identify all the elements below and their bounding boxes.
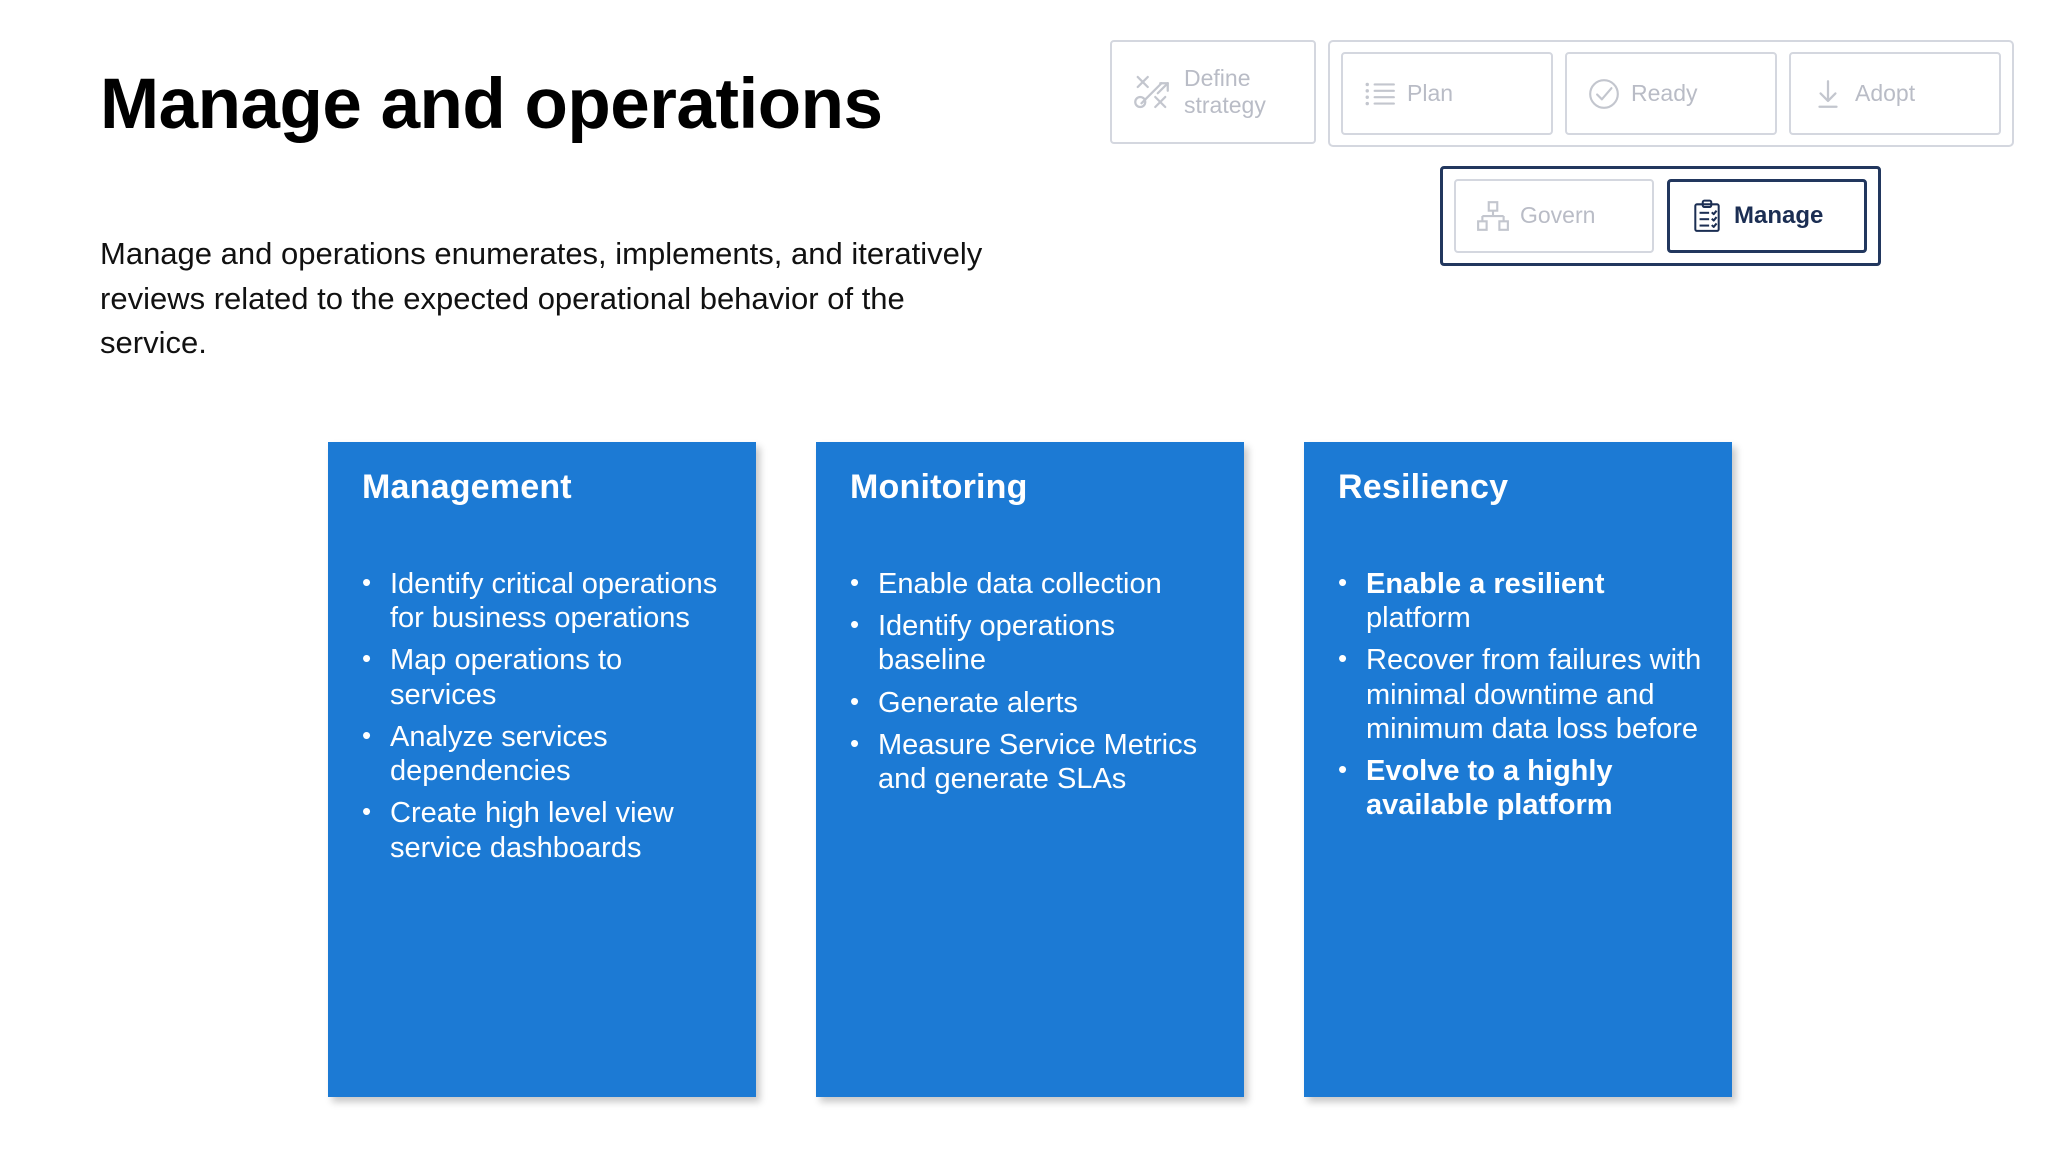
list-item-text: Map operations to services <box>390 644 623 711</box>
card-monitoring: Monitoring Enable data collection Identi… <box>816 442 1244 1097</box>
list-item-text: Identify critical operations for busines… <box>390 568 718 635</box>
list-item: Create high level view service dashboard… <box>360 795 730 864</box>
hierarchy-icon <box>1477 201 1509 231</box>
list-item: Map operations to services <box>360 642 730 711</box>
list-item: Generate alerts <box>848 685 1218 720</box>
card-bullet-list: Enable data collection Identify operatio… <box>848 566 1218 796</box>
list-item: Identify operations baseline <box>848 608 1218 677</box>
list-item-text: platform <box>1366 602 1471 635</box>
download-arrow-icon <box>1818 79 1838 108</box>
list-item-text-bold: Evolve to a highly available platform <box>1366 755 1613 822</box>
card-title: Resiliency <box>1338 468 1509 506</box>
list-item-text: Recover from failures with minimal downt… <box>1366 644 1702 745</box>
journey-nav-group-govern-manage: Govern Manage <box>1440 166 1881 266</box>
list-item-text-bold: Enable a resilient <box>1366 568 1605 600</box>
check-circle-icon <box>1589 78 1619 109</box>
journey-nav: Define strategy <box>1110 40 2020 270</box>
list-item: Recover from failures with minimal downt… <box>1336 642 1706 746</box>
nav-item-label: Adopt <box>1855 79 1916 106</box>
nav-item-plan[interactable]: Plan <box>1341 52 1553 135</box>
nav-item-label: Ready <box>1631 79 1698 106</box>
list-item: Identify critical operations for busines… <box>360 566 730 635</box>
card-management: Management Identify critical operations … <box>328 442 756 1097</box>
card-resiliency: Resiliency Enable a resilient platform R… <box>1304 442 1732 1097</box>
journey-nav-top-row: Define strategy <box>1110 40 2014 147</box>
list-item-text: Enable data collection <box>878 568 1162 600</box>
list-item: Analyze services dependencies <box>360 719 730 788</box>
page-title: Manage and operations <box>100 65 883 144</box>
nav-item-label: Plan <box>1407 79 1454 106</box>
list-item-text: Measure Service Metrics and generate SLA… <box>878 728 1198 796</box>
list-item: Enable data collection <box>848 566 1218 601</box>
list-item-text: Analyze services dependencies <box>390 720 608 788</box>
card-group: Management Identify critical operations … <box>328 442 1732 1097</box>
nav-item-label: Manage <box>1734 201 1824 229</box>
strategy-icon <box>1134 75 1169 109</box>
nav-item-manage[interactable]: Manage <box>1667 179 1867 253</box>
list-item-text: Create high level view service dashboard… <box>390 797 674 864</box>
nav-item-label: Define strategy <box>1184 64 1266 118</box>
list-item-text: Identify operations baseline <box>878 610 1115 677</box>
card-title: Management <box>362 468 572 506</box>
list-item: Evolve to a highly available platform <box>1336 753 1706 822</box>
nav-item-define-strategy[interactable]: Define strategy <box>1110 40 1316 144</box>
list-item: Measure Service Metrics and generate SLA… <box>848 727 1218 796</box>
list-icon <box>1365 82 1395 105</box>
clipboard-check-icon <box>1694 199 1720 232</box>
journey-nav-group-plan-ready-adopt: Plan Ready Adopt <box>1328 40 2014 147</box>
list-item-text: Generate alerts <box>878 686 1078 719</box>
nav-item-ready[interactable]: Ready <box>1565 52 1777 135</box>
card-bullet-list: Enable a resilient platform Recover from… <box>1336 566 1706 823</box>
nav-item-label: Govern <box>1520 202 1596 229</box>
card-title: Monitoring <box>850 468 1028 506</box>
list-item: Enable a resilient platform <box>1336 566 1706 635</box>
page-subtitle: Manage and operations enumerates, implem… <box>100 236 983 361</box>
nav-item-govern[interactable]: Govern <box>1454 179 1654 253</box>
nav-item-adopt[interactable]: Adopt <box>1789 52 2001 135</box>
card-bullet-list: Identify critical operations for busines… <box>360 566 730 865</box>
